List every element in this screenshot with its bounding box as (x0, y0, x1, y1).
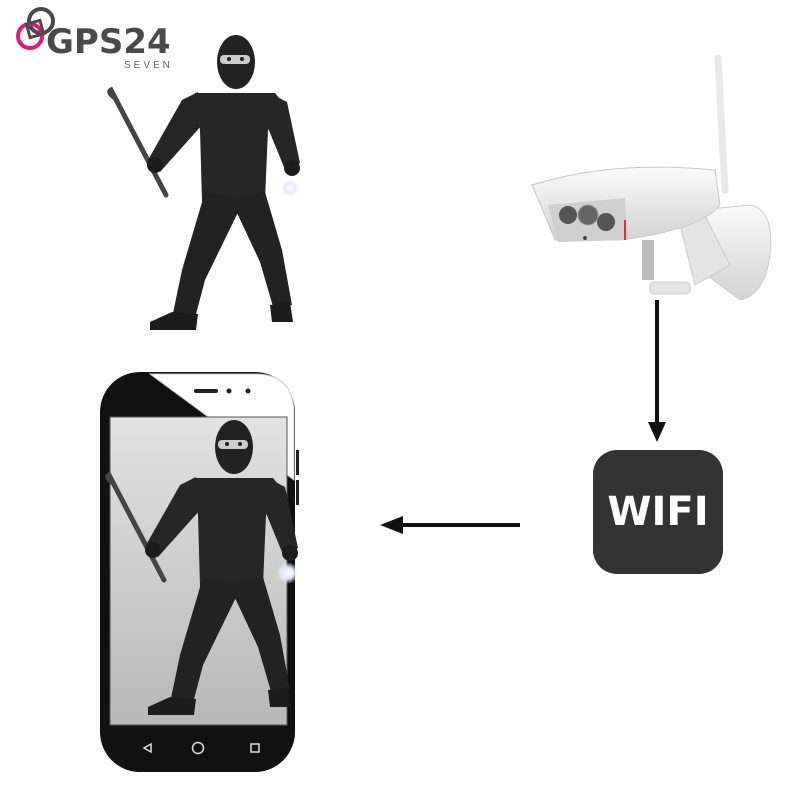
logo-subtitle: SEVEN (124, 60, 173, 71)
burglar-illustration (110, 35, 301, 330)
home-circle-icon[interactable] (191, 741, 205, 755)
arrow-camera-to-wifi (648, 300, 666, 442)
recents-square-icon[interactable] (250, 743, 260, 753)
logo-brand: GPS24 (46, 22, 171, 62)
wifi-label: WIFI (607, 489, 709, 535)
arrow-wifi-to-phone (380, 516, 520, 534)
wifi-box: WIFI (593, 450, 723, 574)
back-triangle-icon[interactable] (142, 742, 152, 754)
security-camera-illustration (531, 54, 772, 301)
smartphone-illustration (100, 372, 299, 772)
logo-icon (16, 7, 55, 50)
